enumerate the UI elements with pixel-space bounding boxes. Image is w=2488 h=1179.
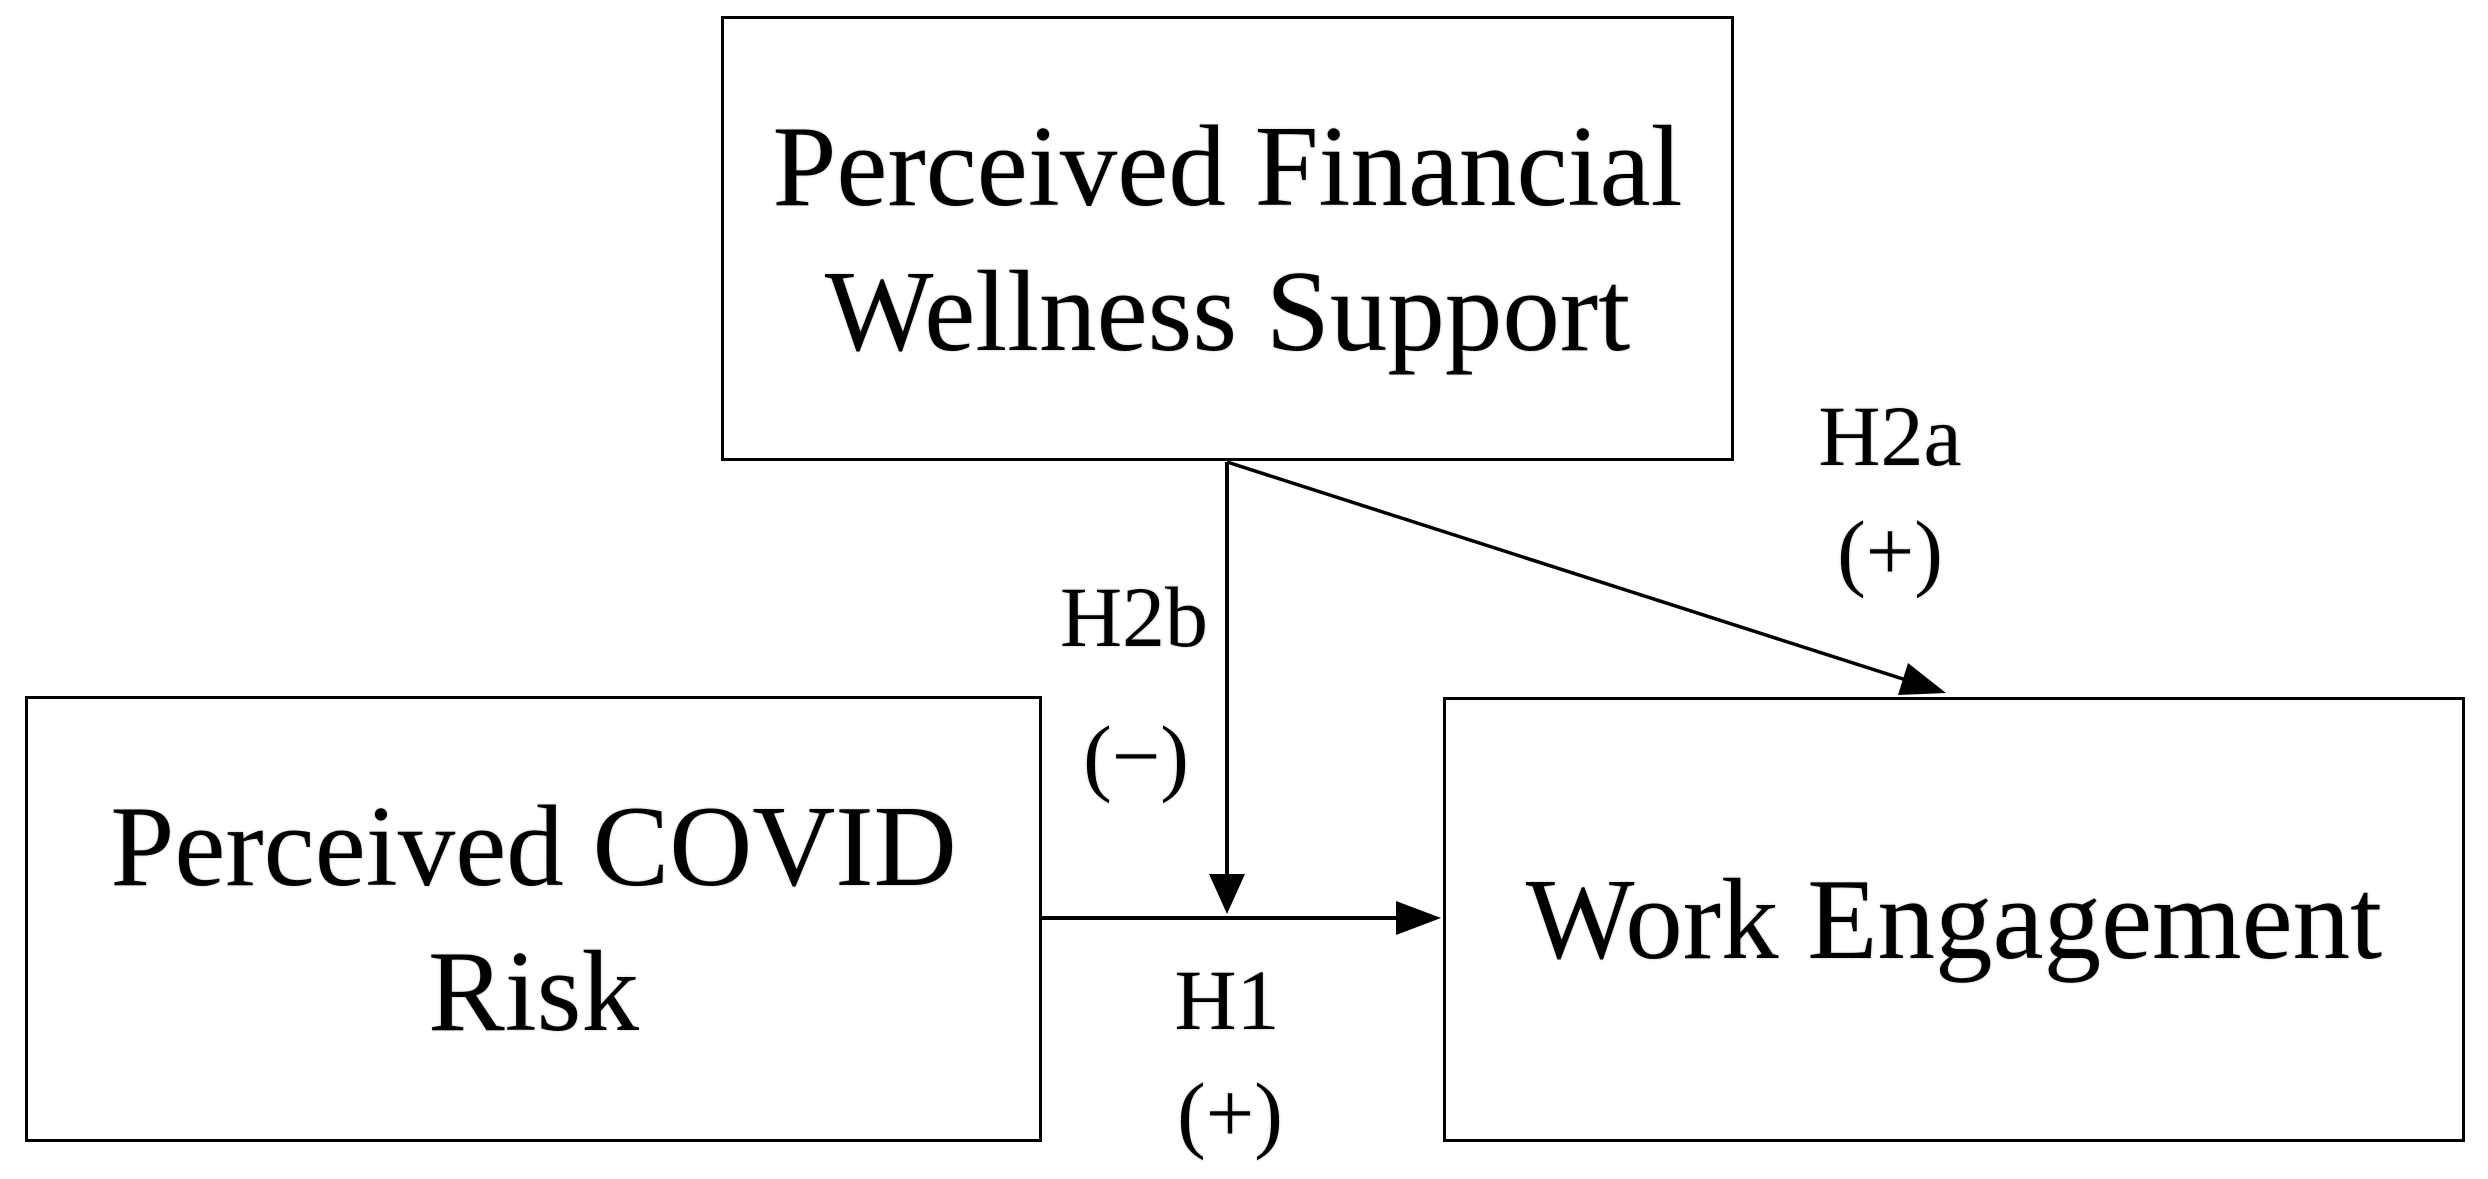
box-label-line: Perceived COVID — [110, 783, 957, 910]
hypothesis-sign-h2b: (−) — [1083, 708, 1189, 804]
box-label-line: Wellness Support — [824, 247, 1631, 375]
h2a-arrow — [1226, 460, 1946, 695]
h1-arrowhead-icon — [1396, 901, 1441, 935]
h1-arrow — [1042, 901, 1441, 935]
hypothesis-label-h2a: H2a — [1818, 388, 1962, 484]
box-label-line: Perceived Financial — [772, 102, 1683, 230]
h2b-arrowhead-icon — [1209, 874, 1245, 914]
h2a-arrowhead-icon — [1898, 663, 1946, 695]
box-work-engagement: Work Engagement — [1443, 697, 2465, 1142]
box-perceived-financial-wellness-support: Perceived Financial Wellness Support — [721, 16, 1734, 461]
hypothesis-sign-h2a: (+) — [1837, 503, 1943, 599]
h2b-arrow — [1209, 462, 1245, 914]
hypothesis-label-h1: H1 — [1174, 952, 1280, 1048]
box-perceived-covid-risk: Perceived COVID Risk — [25, 696, 1042, 1142]
hypothesis-sign-h1: (+) — [1177, 1065, 1283, 1161]
hypothesis-label-h2b: H2b — [1059, 569, 1209, 665]
box-label-line: Risk — [428, 928, 639, 1055]
box-label-line: Work Engagement — [1525, 856, 2383, 983]
